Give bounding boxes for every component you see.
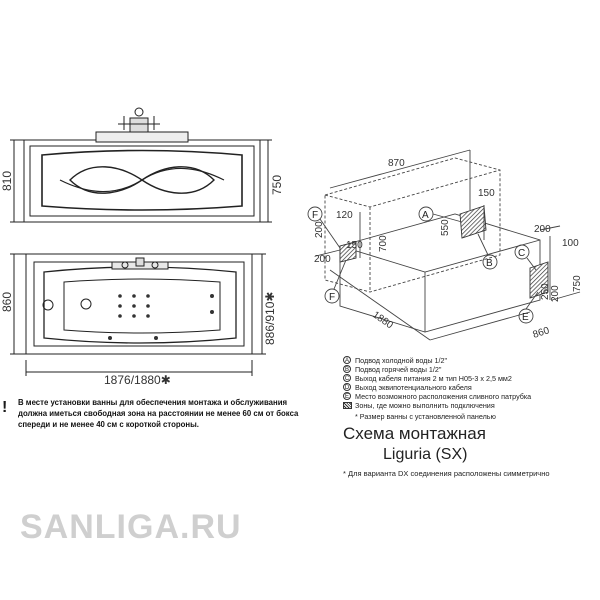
dim-100: 100	[562, 238, 579, 249]
iso-view	[307, 149, 581, 341]
dim-700: 700	[378, 235, 389, 252]
dim-200c: 200	[534, 224, 551, 235]
zone-f	[339, 241, 357, 263]
drain-icon	[42, 299, 54, 311]
warning-icon: !	[2, 399, 8, 416]
dim-1876-1880-label: 1876/1880✱	[104, 373, 171, 387]
callout-f2	[324, 288, 340, 304]
tub-outline	[25, 253, 253, 355]
callout-c-label: C	[518, 248, 525, 259]
tub-basin	[43, 266, 237, 344]
dim-810-label: 810	[0, 171, 14, 191]
zone-c-e	[529, 261, 549, 299]
dim-250: 250	[540, 283, 551, 300]
footnote-dx: * Для варианта DX соединения расположены…	[343, 469, 550, 478]
iso-box-front	[339, 213, 541, 333]
callout-e-label: E	[522, 312, 529, 323]
callout-f1-label: F	[312, 210, 318, 221]
callout-b	[482, 254, 498, 270]
jets-group	[108, 294, 214, 340]
dim-200b: 200	[314, 254, 331, 265]
legend-sym-c: C	[343, 374, 351, 382]
dim-120: 120	[336, 210, 353, 221]
callout-b-label: B	[486, 258, 493, 269]
dim-870: 870	[388, 158, 405, 169]
diagram-title: Схема монтажная	[343, 424, 486, 443]
legend-sym-a: A	[343, 356, 351, 364]
iso-box-back	[324, 157, 501, 293]
dim-750-iso: 750	[572, 275, 583, 292]
dim-860-label: 860	[0, 292, 14, 312]
legend-text-e: Место возможного расположения сливного п…	[355, 392, 532, 401]
dim-200a: 200	[314, 221, 325, 238]
legend-text-zones: Зоны, где можно выполнить подключения	[355, 401, 495, 410]
dim-750-label: 750	[270, 175, 284, 195]
top-faucet-icon	[111, 257, 169, 270]
callout-f2-label: F	[329, 292, 335, 303]
front-panel-ornament	[69, 166, 215, 194]
callout-c	[514, 244, 530, 260]
callout-a-label: A	[422, 210, 429, 221]
legend-text-b: Подвод горячей воды 1/2"	[355, 365, 442, 374]
overflow-icon	[80, 298, 92, 310]
front-panel-inner	[29, 145, 255, 217]
dim-150: 150	[478, 188, 495, 199]
dim-886-910-label: 886/910✱	[263, 292, 277, 345]
callout-f1	[307, 206, 323, 222]
installation-note: В месте установки ванны для обеспечения …	[18, 398, 299, 429]
legend-text-d: Выход эквипотенциального кабеля	[355, 383, 472, 392]
legend-hatch-icon	[343, 402, 352, 409]
watermark: SANLIGA.RU	[20, 508, 242, 546]
dim-200d: 200	[550, 285, 561, 302]
legend-text-a: Подвод холодной воды 1/2"	[355, 356, 448, 365]
top-view	[10, 253, 266, 376]
model-name: Liguria (SX)	[383, 446, 468, 463]
dim-860-iso: 860	[532, 325, 552, 341]
zone-a-b	[459, 205, 487, 239]
legend-text-c: Выход кабеля питания 2 м тип H05-3 x 2,5…	[355, 374, 512, 383]
legend-sym-d: D	[343, 383, 351, 391]
legend-sym-b: B	[343, 365, 351, 373]
footnote-size: * Размер ванны с установленной панелью	[355, 412, 496, 421]
front-view	[10, 107, 272, 223]
front-panel-frame	[41, 149, 243, 211]
dim-550: 550	[440, 219, 451, 236]
front-panel-ornament-loop	[59, 167, 225, 193]
dim-150b: 150	[346, 240, 363, 251]
legend-sym-e: E	[343, 392, 351, 400]
faucet-icon	[95, 107, 189, 143]
tub-bottom	[63, 278, 221, 334]
